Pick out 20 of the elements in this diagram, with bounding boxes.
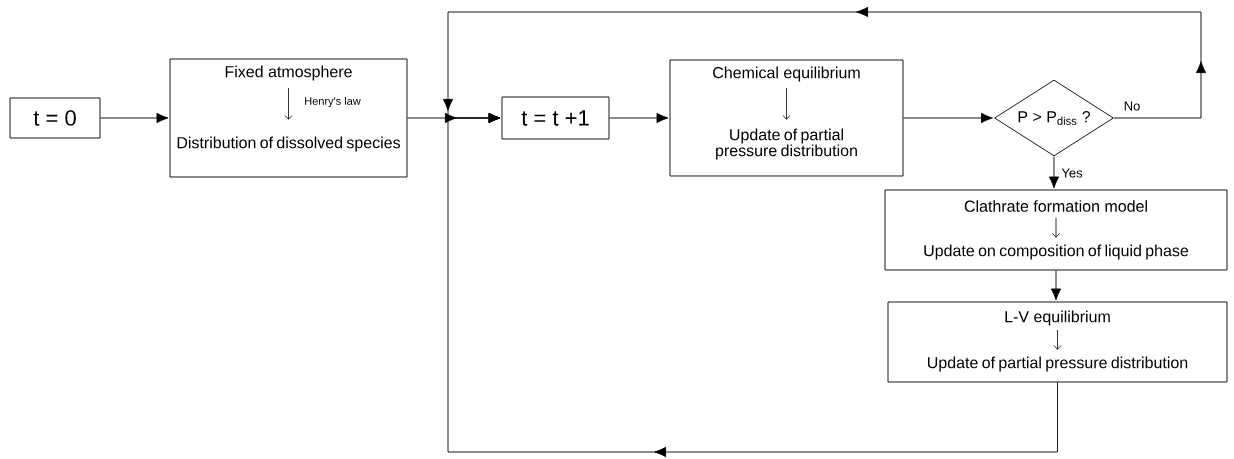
box-text: t = t +1 [521,110,589,126]
arrow [1050,270,1062,301]
arrow [100,112,169,124]
edge-label: Yes [1060,167,1084,179]
box-text: P > P$_{diss}$ ? [1018,111,1091,125]
box-text: Update on composition of liquid phase [924,244,1189,260]
box-text: L-V equilibrium [1005,310,1110,326]
box-text: Chemical equilibrium [713,66,860,82]
box-text: Fixed atmosphere [225,65,352,81]
arrow [609,112,669,124]
edge-label: No [1122,100,1142,112]
arrow [444,112,1058,458]
box-text: Update of partial pressure distribution [716,128,857,160]
box-text: Distribution of dissolved species [177,136,401,152]
arrow [1048,156,1060,189]
box-text: Clathrate formation model [964,200,1147,212]
box-text: t = 0 [33,110,76,126]
arrow [903,112,993,124]
box-text: Update of partial pressure distribution [928,356,1188,372]
arrow-label: Henry's law [305,96,361,108]
